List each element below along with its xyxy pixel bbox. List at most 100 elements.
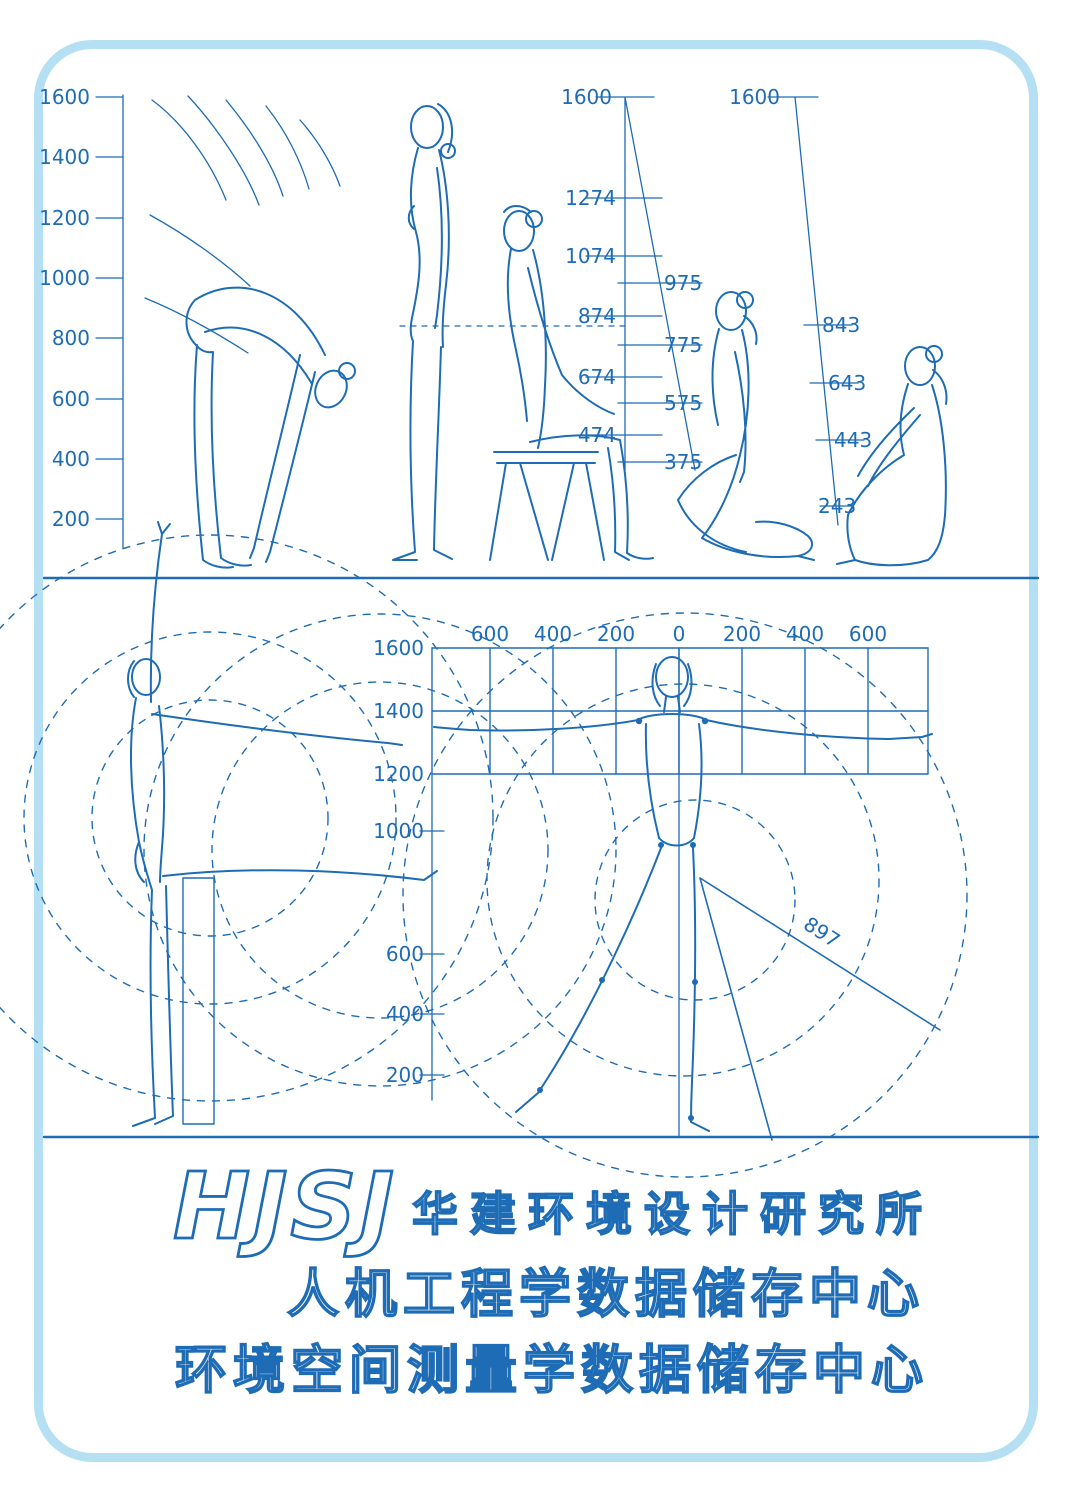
x-axis-label: 400: [786, 622, 824, 646]
reach-arc: [23, 631, 397, 1005]
figure-floor-sitting: [836, 345, 948, 567]
body-outline: [392, 103, 454, 561]
scale-label: 1600: [729, 85, 780, 109]
figure-seated-stool: [489, 205, 654, 561]
head: [715, 291, 747, 331]
bottom-diagram: 600 400 200 0 200 400 600 1600 1400 1200…: [0, 521, 1040, 1178]
hair-bun: [525, 210, 543, 228]
leg-measure-box: [182, 877, 215, 1125]
hair-bun: [440, 143, 456, 159]
axis-label: 1200: [39, 206, 90, 230]
axis-label: 1000: [39, 266, 90, 290]
body-outline: [836, 369, 948, 567]
x-axis-label: 200: [597, 622, 635, 646]
axis-ticks: [95, 96, 124, 520]
hair-bun: [925, 345, 943, 363]
reach-sector: 897: [699, 877, 941, 1141]
reach-grid: 600 400 200 0 200 400 600 1600 1400 1200…: [373, 622, 929, 1138]
body-outline: [127, 521, 438, 1127]
scale-label: 674: [578, 365, 616, 389]
joint-dot: [688, 1115, 694, 1121]
scale-label: 474: [578, 423, 616, 447]
y-axis-label: 1400: [373, 699, 424, 723]
head: [655, 656, 689, 698]
sketch-stroke: [151, 99, 227, 201]
sketch-stroke: [225, 99, 284, 197]
scale-label: 1600: [561, 85, 612, 109]
reach-arc: [143, 613, 617, 1087]
scale-label: 1274: [565, 186, 616, 210]
axis-label: 400: [52, 447, 90, 471]
joint-dot: [599, 977, 605, 983]
scale-label: 843: [822, 313, 860, 337]
sketch-stroke: [299, 119, 341, 187]
x-axis-label: 600: [471, 622, 509, 646]
height-scale-left: 1600 1400 1200 1000 800 600 400 200: [39, 85, 124, 549]
y-axis-label: 1200: [373, 762, 424, 786]
joint-dot: [537, 1087, 543, 1093]
sketch-stroke: [265, 105, 310, 190]
y-axis-label: 200: [386, 1063, 424, 1087]
body-outline: [433, 663, 933, 1132]
joint-dot: [692, 979, 698, 985]
vertical-axis-ticks: [419, 830, 445, 1076]
scale-label: 775: [664, 333, 702, 357]
joint-dot: [701, 717, 709, 725]
floor-sitting-scale: 1600 843 643 443 243: [729, 85, 872, 526]
scale-label: 1074: [565, 244, 616, 268]
joint-dot: [690, 842, 696, 848]
figure-kneeling: [677, 291, 815, 561]
scale-label: 243: [818, 494, 856, 518]
head: [503, 210, 535, 252]
sketch-stroke: [149, 214, 251, 287]
x-axis-label: 200: [723, 622, 761, 646]
hair-bun: [736, 291, 754, 309]
axis-label: 200: [52, 507, 90, 531]
scale-label: 443: [834, 428, 872, 452]
reach-arc: [91, 699, 329, 937]
sketch-lines: [144, 95, 341, 354]
reach-arc: [211, 681, 549, 1019]
head: [410, 105, 444, 149]
figure-bending: [185, 286, 356, 569]
y-axis-label: 600: [386, 942, 424, 966]
scale-label: 975: [664, 271, 702, 295]
axis-label: 800: [52, 326, 90, 350]
body-outline: [503, 205, 654, 561]
joint-dot: [658, 842, 664, 848]
reach-arc: [0, 534, 494, 1102]
reach-envelopes: [0, 534, 968, 1178]
stool: [489, 451, 605, 561]
seated-height-scale: 1600 1274 1074 874 674 474 975 775 575 3…: [561, 85, 703, 474]
joint-dot: [635, 717, 643, 725]
figure-standing: [392, 103, 456, 561]
sector-lines: [699, 877, 941, 1141]
hjsj-logo: HJSJ: [173, 1153, 397, 1260]
y-axis-label: 1600: [373, 636, 424, 660]
x-axis-label: 0: [673, 622, 686, 646]
axis-label: 1600: [39, 85, 90, 109]
scale-label: 874: [578, 304, 616, 328]
hair-bun: [338, 362, 356, 380]
axis-label: 600: [52, 387, 90, 411]
axis-label: 1400: [39, 145, 90, 169]
y-axis-label: 400: [386, 1002, 424, 1026]
head: [904, 346, 936, 386]
sketch-stroke: [187, 95, 260, 206]
scale-label: 643: [828, 371, 866, 395]
top-diagram: 1600 1400 1200 1000 800 600 400 200: [39, 85, 1040, 580]
reach-dimension-label: 897: [799, 912, 844, 953]
x-axis-label: 600: [849, 622, 887, 646]
body-outline: [677, 315, 815, 561]
head: [131, 658, 161, 696]
sketch-stroke: [144, 297, 249, 354]
scale-label: 575: [664, 391, 702, 415]
scale-label: 375: [664, 450, 702, 474]
body-outline: [185, 286, 326, 569]
scale-lines: [767, 96, 865, 526]
x-axis-label: 400: [534, 622, 572, 646]
footer-line-environment: 环境空间测量学数据储存中心: [175, 1341, 929, 1401]
reach-arc: [486, 683, 880, 1077]
